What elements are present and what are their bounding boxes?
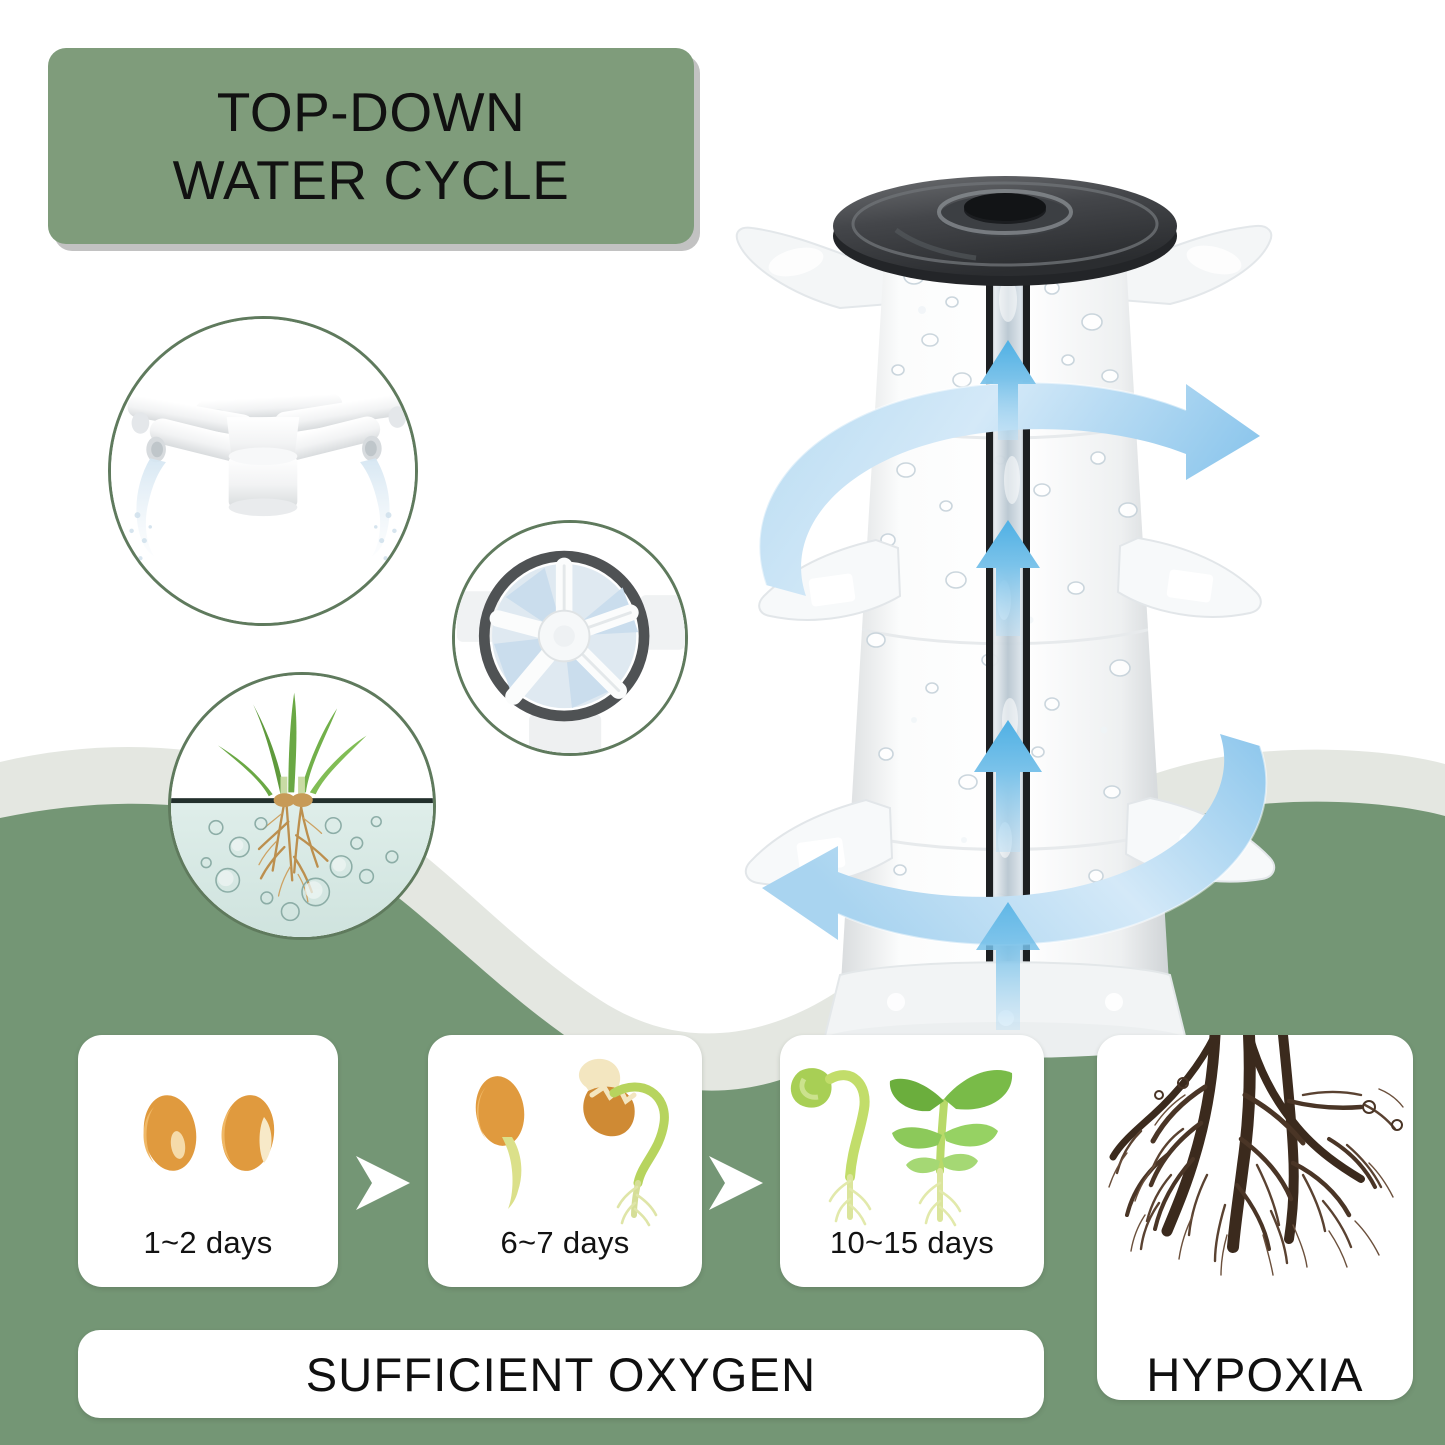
hypoxia-label-bar: HYPOXIA <box>1097 1330 1413 1418</box>
step-arrow-2-icon <box>703 1152 769 1214</box>
step-arrow-1-icon <box>350 1152 416 1214</box>
dead-root-illustration <box>1097 1035 1413 1285</box>
growth-stage-caption: 1~2 days <box>143 1225 273 1260</box>
sprinkler-impeller-detail-circle <box>452 520 688 756</box>
hypoxia-label: HYPOXIA <box>1146 1347 1364 1401</box>
page-title-badge: TOP-DOWN WATER CYCLE <box>48 48 694 244</box>
growth-stage-card-sprout: 6~7 days <box>428 1035 702 1287</box>
hypoxia-root-card <box>1097 1035 1413 1400</box>
growth-stage-caption: 6~7 days <box>500 1225 630 1260</box>
hydroponic-tower-product-image <box>700 40 1320 1060</box>
page-title-line-2: WATER CYCLE <box>172 149 570 211</box>
growth-stage-caption: 10~15 days <box>829 1225 995 1260</box>
sufficient-oxygen-label: SUFFICIENT OXYGEN <box>305 1347 817 1401</box>
sufficient-oxygen-label-bar: SUFFICIENT OXYGEN <box>78 1330 1044 1418</box>
water-distributor-detail-circle <box>108 316 418 626</box>
roots-in-oxygenated-water-detail-circle <box>168 672 436 940</box>
sprout-stage-illustration <box>428 1041 702 1227</box>
seedling-stage-illustration <box>780 1041 1044 1227</box>
growth-stage-card-seedling: 10~15 days <box>780 1035 1044 1287</box>
seed-stage-illustration <box>78 1041 338 1227</box>
growth-stage-card-seed: 1~2 days <box>78 1035 338 1287</box>
page-title-line-1: TOP-DOWN <box>216 81 526 143</box>
